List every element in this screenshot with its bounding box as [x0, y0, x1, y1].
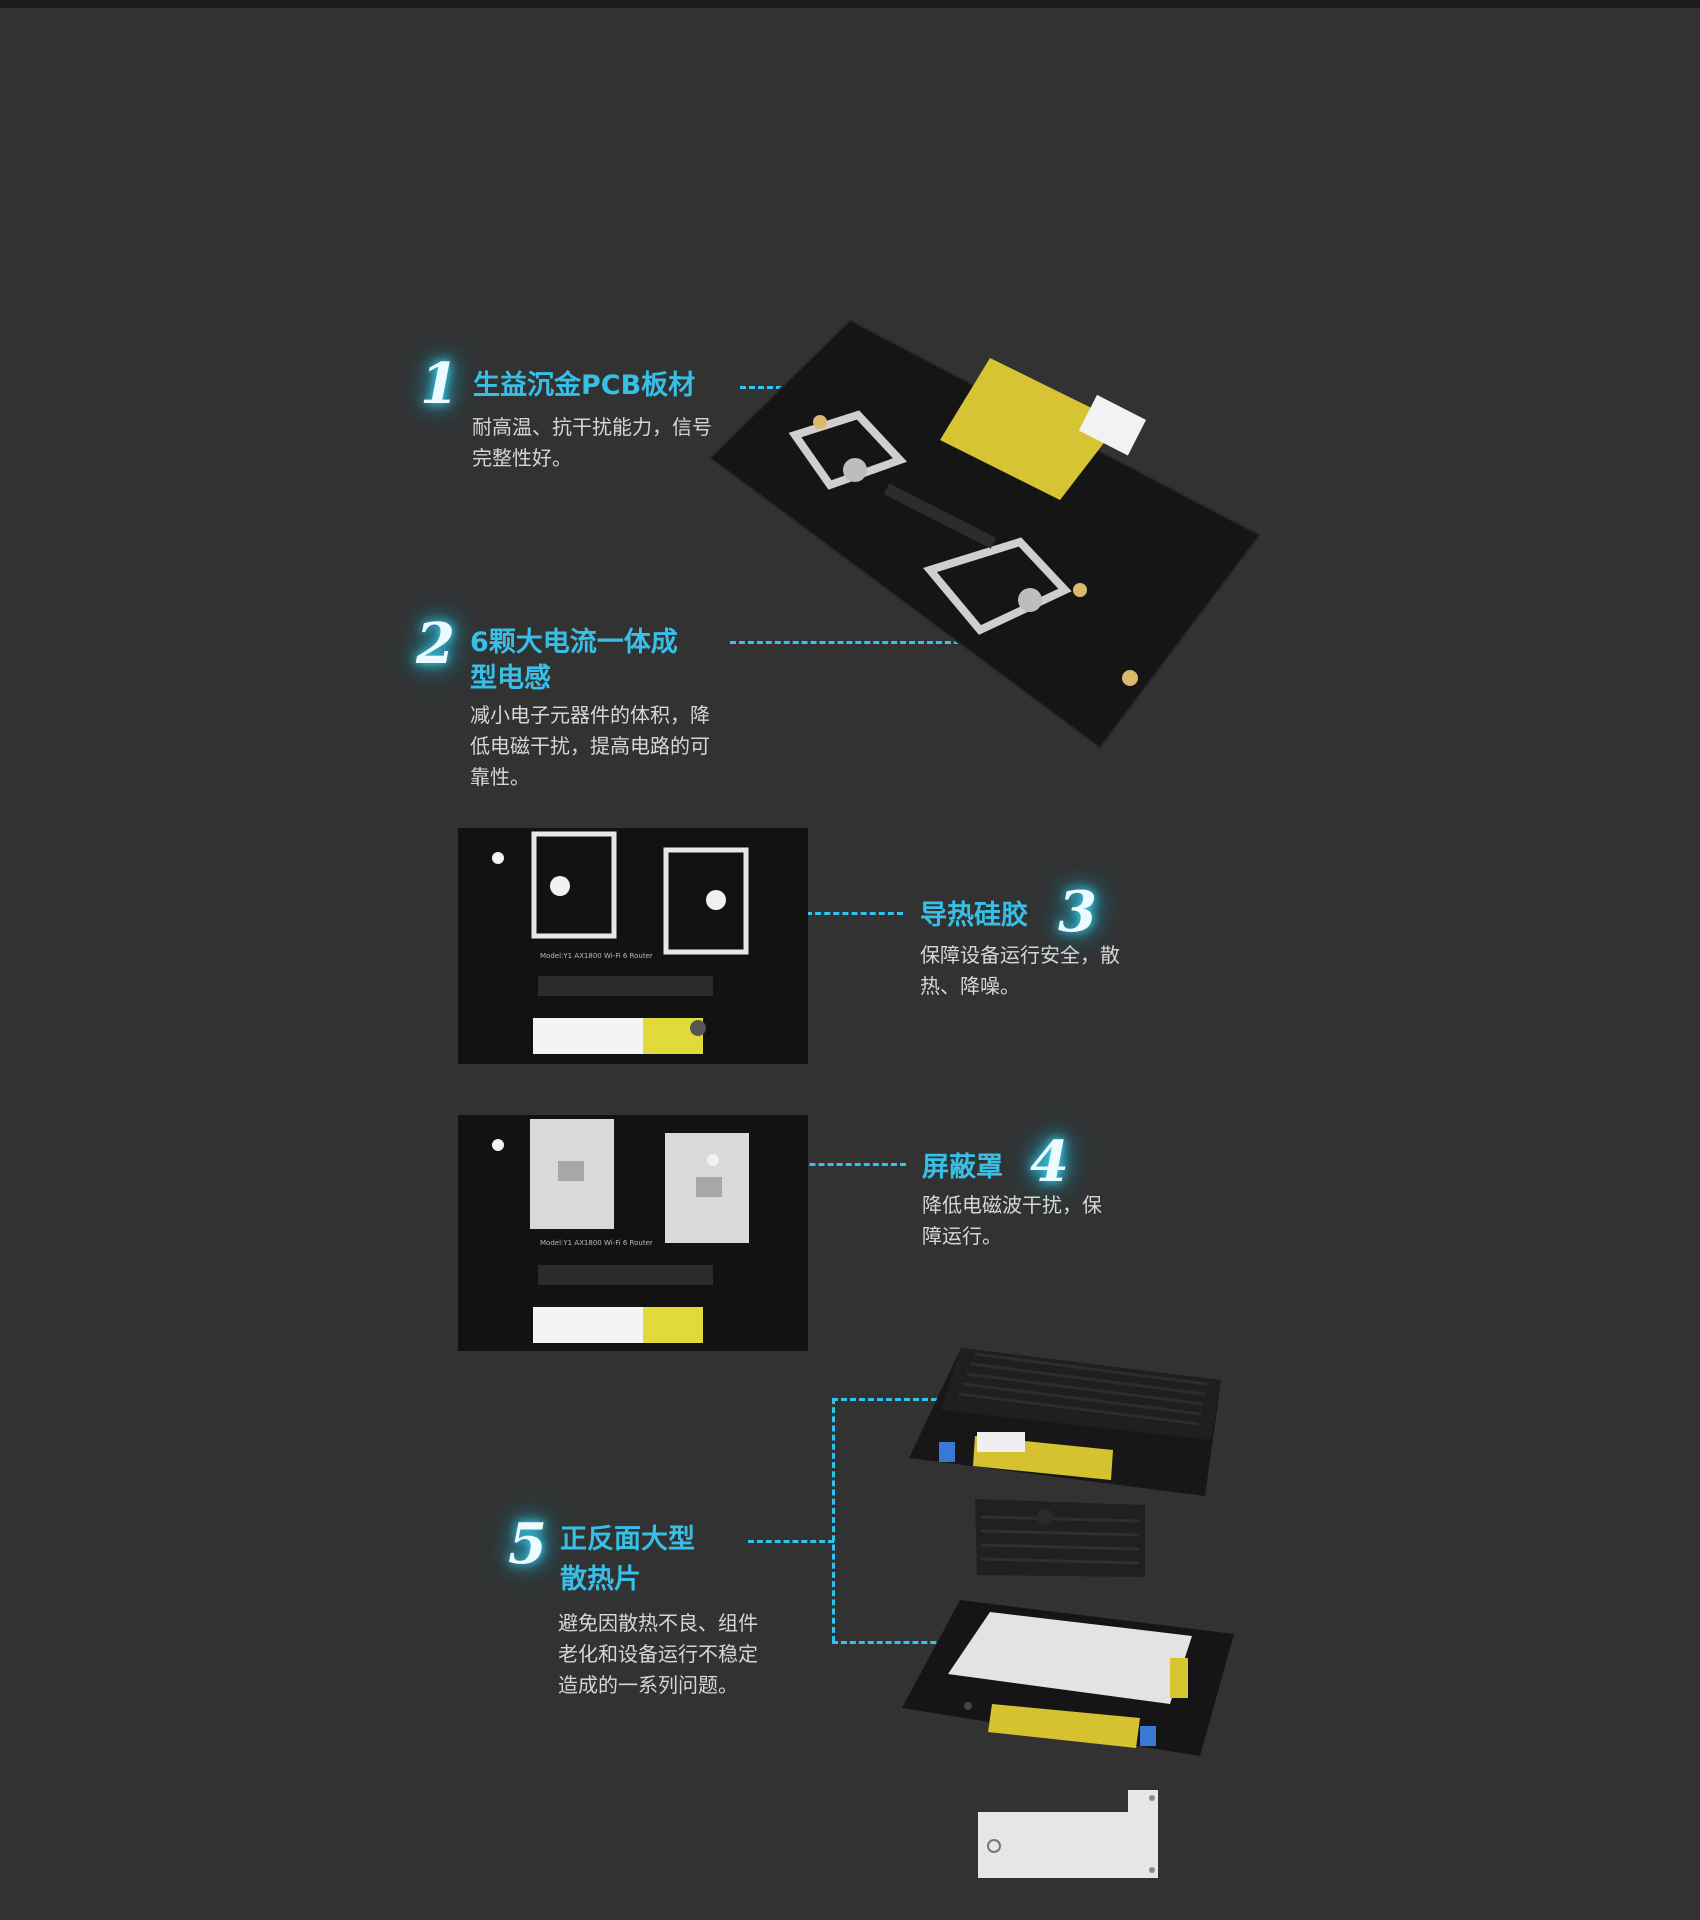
- feature-3-desc-line-1: 保障设备运行安全，散: [920, 943, 1120, 967]
- feature-3-number: 3: [1058, 879, 1097, 945]
- heatsink-assembled-router: [909, 1348, 1221, 1496]
- feature-2-connector-line: [730, 641, 1112, 644]
- pcb-board-silkscreen-2: Model:Y1 AX1800 Wi-Fi 6 Router: [540, 1239, 653, 1247]
- feature-4-number: 4: [1030, 1129, 1069, 1195]
- feature-5-bracket-top: [832, 1398, 1018, 1401]
- feature-2-desc-line-1: 减小电子元器件的体积，降: [470, 703, 710, 727]
- feature-2-title-line-2: 型电感: [470, 663, 551, 694]
- feature-1-title: 生益沉金PCB板材: [473, 370, 696, 401]
- feature-4-title: 屏蔽罩: [922, 1152, 1003, 1183]
- feature-4-desc-line-2: 障运行。: [922, 1224, 1002, 1248]
- pcb-board-thermal-silicone: [458, 828, 808, 1064]
- feature-1-desc-line-1: 耐高温、抗干扰能力，信号: [472, 415, 712, 439]
- feature-5-connector-line: [748, 1540, 834, 1543]
- pcb-board-silkscreen-1: Model:Y1 AX1800 Wi-Fi 6 Router: [540, 952, 653, 960]
- feature-5-bracket-bottom: [832, 1641, 972, 1644]
- top-bar: [0, 0, 1700, 8]
- board-model-text-2: Model:Y1 AX1800 Wi-Fi 6 Router: [540, 1239, 653, 1247]
- board-model-text-1: Model:Y1 AX1800 Wi-Fi 6 Router: [540, 952, 653, 960]
- pcb-board-bottom-heatsink: [902, 1600, 1234, 1756]
- feature-1-desc-line-2: 完整性好。: [472, 446, 572, 470]
- feature-2-number: 2: [416, 611, 455, 677]
- feature-2-desc-line-3: 靠性。: [470, 765, 530, 789]
- feature-4-desc-line-1: 降低电磁波干扰，保: [922, 1193, 1102, 1217]
- heatsink-top-plate: [975, 1499, 1145, 1577]
- feature-5-number: 5: [508, 1511, 547, 1577]
- feature-5-desc-line-1: 避免因散热不良、组件: [558, 1611, 758, 1635]
- feature-3-desc-line-2: 热、降噪。: [920, 974, 1020, 998]
- feature-5-title-line-2: 散热片: [560, 1564, 641, 1595]
- feature-3-title: 导热硅胶: [920, 900, 1028, 931]
- feature-2-title-line-1: 6颗大电流一体成: [470, 627, 678, 658]
- pcb-board-shield: [458, 1115, 808, 1351]
- pcb-board-angled: [708, 318, 1262, 750]
- feature-5-desc-line-3: 造成的一系列问题。: [558, 1673, 738, 1697]
- feature-5-bracket-vertical: [832, 1398, 835, 1642]
- feature-5-desc-line-2: 老化和设备运行不稳定: [558, 1642, 758, 1666]
- heatsink-bottom-plate: [978, 1790, 1158, 1878]
- feature-4-connector-line: [728, 1163, 906, 1166]
- feature-2-desc-line-2: 低电磁干扰，提高电路的可: [470, 734, 710, 758]
- feature-3-connector-line: [715, 912, 903, 915]
- feature-5-title-line-1: 正反面大型: [560, 1524, 695, 1555]
- feature-1-number: 1: [420, 351, 459, 417]
